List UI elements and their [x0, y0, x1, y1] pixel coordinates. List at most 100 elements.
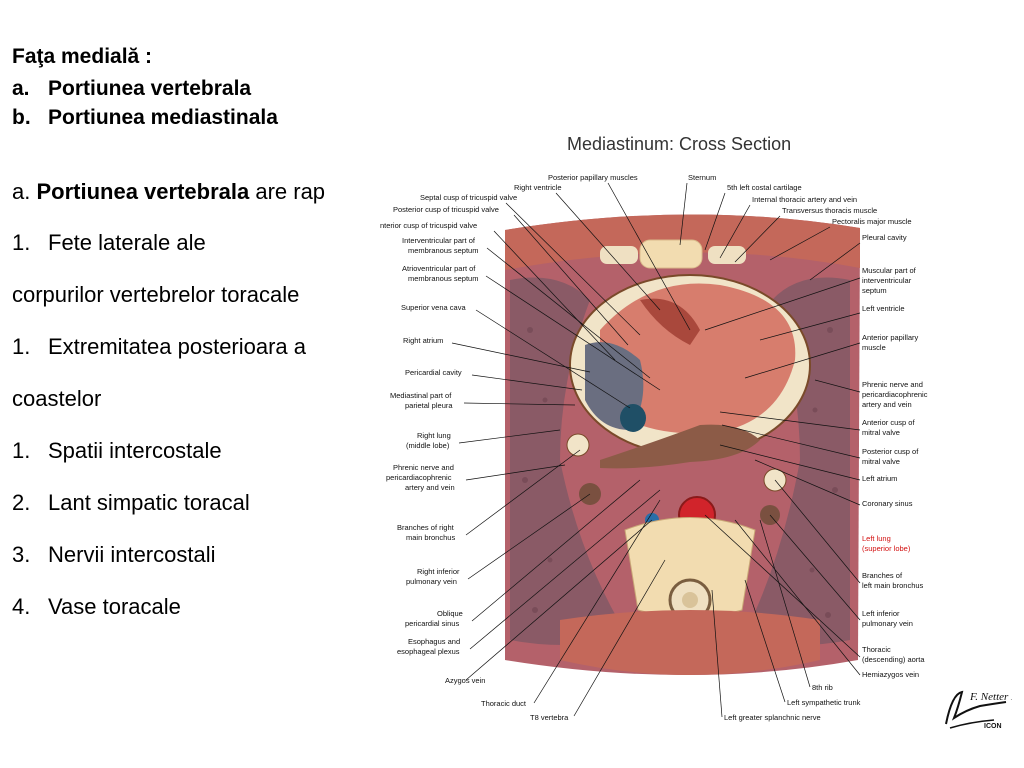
label: Oblique — [437, 609, 463, 618]
label: Posterior cusp of — [862, 447, 919, 456]
spinal-cord-core — [682, 592, 698, 608]
list-item: 1. Extremitatea posterioara a — [12, 334, 306, 360]
list-item-a: a. Portiunea vertebrala — [12, 76, 251, 102]
right-lung-shape — [510, 277, 630, 645]
label: Branches of — [862, 571, 903, 580]
label: Branches of right — [397, 523, 455, 532]
list-text: Spatii intercostale — [48, 438, 222, 463]
label: pericardial sinus — [405, 619, 459, 628]
label: membranous septum — [408, 246, 478, 255]
label: Superior vena cava — [401, 303, 466, 312]
label: Right inferior — [417, 567, 460, 576]
label: membranous septum — [408, 274, 478, 283]
slide-heading: Faţa medială : — [12, 45, 153, 68]
label: main bronchus — [406, 533, 455, 542]
label: Thoracic — [862, 645, 891, 654]
label: Pectoralis major muscle — [832, 217, 912, 226]
list-marker: b. — [12, 106, 31, 129]
list-marker: 3. — [12, 542, 31, 567]
label: Left inferior — [862, 609, 900, 618]
lung-texture — [522, 327, 838, 618]
label: artery and vein — [405, 483, 455, 492]
label: Left atrium — [862, 474, 897, 483]
back-muscles — [560, 610, 820, 675]
label: Transversus thoracis muscle — [782, 206, 877, 215]
costal-cartilage-left — [708, 246, 746, 264]
right-bronchus-shape — [566, 433, 590, 457]
label: 8th rib — [812, 683, 833, 692]
label: Anterior cusp of — [862, 418, 915, 427]
list-text: coastelor — [12, 386, 102, 411]
list-text: Nervii intercostali — [48, 542, 216, 567]
label: Right ventricle — [514, 183, 562, 192]
label: Phrenic nerve and — [862, 380, 923, 389]
label-highlight: (superior lobe) — [862, 544, 911, 553]
label: pulmonary vein — [406, 577, 457, 586]
leader-lines — [451, 182, 861, 718]
label: Left ventricle — [862, 304, 905, 313]
list-text: Fete laterale ale — [48, 230, 206, 255]
label: Right lung — [417, 431, 451, 440]
label: left main bronchus — [862, 581, 924, 590]
relation-prefix: a. — [12, 179, 37, 204]
label: mitral valve — [862, 428, 900, 437]
label: Atrioventricular part of — [402, 264, 476, 273]
netter-signature: F. Netter M.D. ICON — [945, 690, 1012, 730]
list-marker: 4. — [12, 594, 31, 619]
label: mitral valve — [862, 457, 900, 466]
label: Interventricular part of — [402, 236, 476, 245]
label: septum — [862, 286, 887, 295]
label: Left greater splanchnic nerve — [724, 713, 821, 722]
label: Posterior papillary muscles — [548, 173, 638, 182]
left-labels: Posterior papillary muscles Right ventri… — [380, 173, 638, 722]
label: 5th left costal cartilage — [727, 183, 802, 192]
anatomy-figure: Posterior papillary muscles Right ventri… — [380, 120, 1024, 740]
list-item: 4. Vase toracale — [12, 594, 181, 620]
sternum-shape — [639, 239, 703, 269]
costal-cartilage-right — [600, 246, 638, 264]
list-item: corpurilor vertebrelor toracale — [12, 282, 299, 308]
label: interventricular — [862, 276, 912, 285]
label: (descending) aorta — [862, 655, 925, 664]
label: Internal thoracic artery and vein — [752, 195, 857, 204]
list-marker: 1. — [12, 438, 31, 463]
list-text: corpurilor vertebrelor toracale — [12, 282, 300, 307]
label: Septal cusp of tricuspid valve — [420, 193, 517, 202]
list-text: Vase toracale — [48, 594, 181, 619]
list-item: 1. Spatii intercostale — [12, 438, 222, 464]
label: muscle — [862, 343, 886, 352]
list-marker: 1. — [12, 334, 31, 359]
cross-section-illustration: Posterior papillary muscles Right ventri… — [380, 173, 928, 722]
heart-shape — [600, 283, 796, 434]
label: parietal pleura — [405, 401, 453, 410]
label: Coronary sinus — [862, 499, 913, 508]
label: Sternum — [688, 173, 716, 182]
list-text: Portiunea mediastinala — [48, 106, 278, 129]
left-atrium-shape — [600, 424, 760, 469]
label: (middle lobe) — [406, 441, 450, 450]
list-text: Extremitatea posterioara a — [48, 334, 307, 359]
label: Muscular part of — [862, 266, 917, 275]
label: Posterior cusp of tricuspid valve — [393, 205, 499, 214]
label: artery and vein — [862, 400, 912, 409]
list-item-b: b. Portiunea mediastinala — [12, 105, 278, 131]
relation-line: a. Portiunea vertebrala are rap — [12, 179, 325, 205]
label: Pleural cavity — [862, 233, 907, 242]
list-item: 1.Fete laterale ale — [12, 230, 206, 256]
list-marker: a. — [12, 77, 30, 100]
figure-title: Mediastinum: Cross Section — [567, 134, 792, 154]
list-item: 2. Lant simpatic toracal — [12, 490, 250, 516]
label: Anterior cusp of tricuspid valve — [380, 221, 477, 230]
list-item: coastelor — [12, 386, 101, 412]
signature-text: F. Netter M.D. — [969, 691, 1012, 703]
list-marker: 2. — [12, 490, 31, 515]
label: Right atrium — [403, 336, 443, 345]
label: pericardiacophrenic — [862, 390, 928, 399]
label: Esophagus and — [408, 637, 460, 646]
signature-mark: ICON — [984, 723, 1002, 730]
label: pulmonary vein — [862, 619, 913, 628]
list-text: Lant simpatic toracal — [48, 490, 250, 515]
label: Phrenic nerve and — [393, 463, 454, 472]
left-lung-shape — [742, 277, 850, 645]
list-text: Portiunea vertebrala — [48, 77, 252, 100]
